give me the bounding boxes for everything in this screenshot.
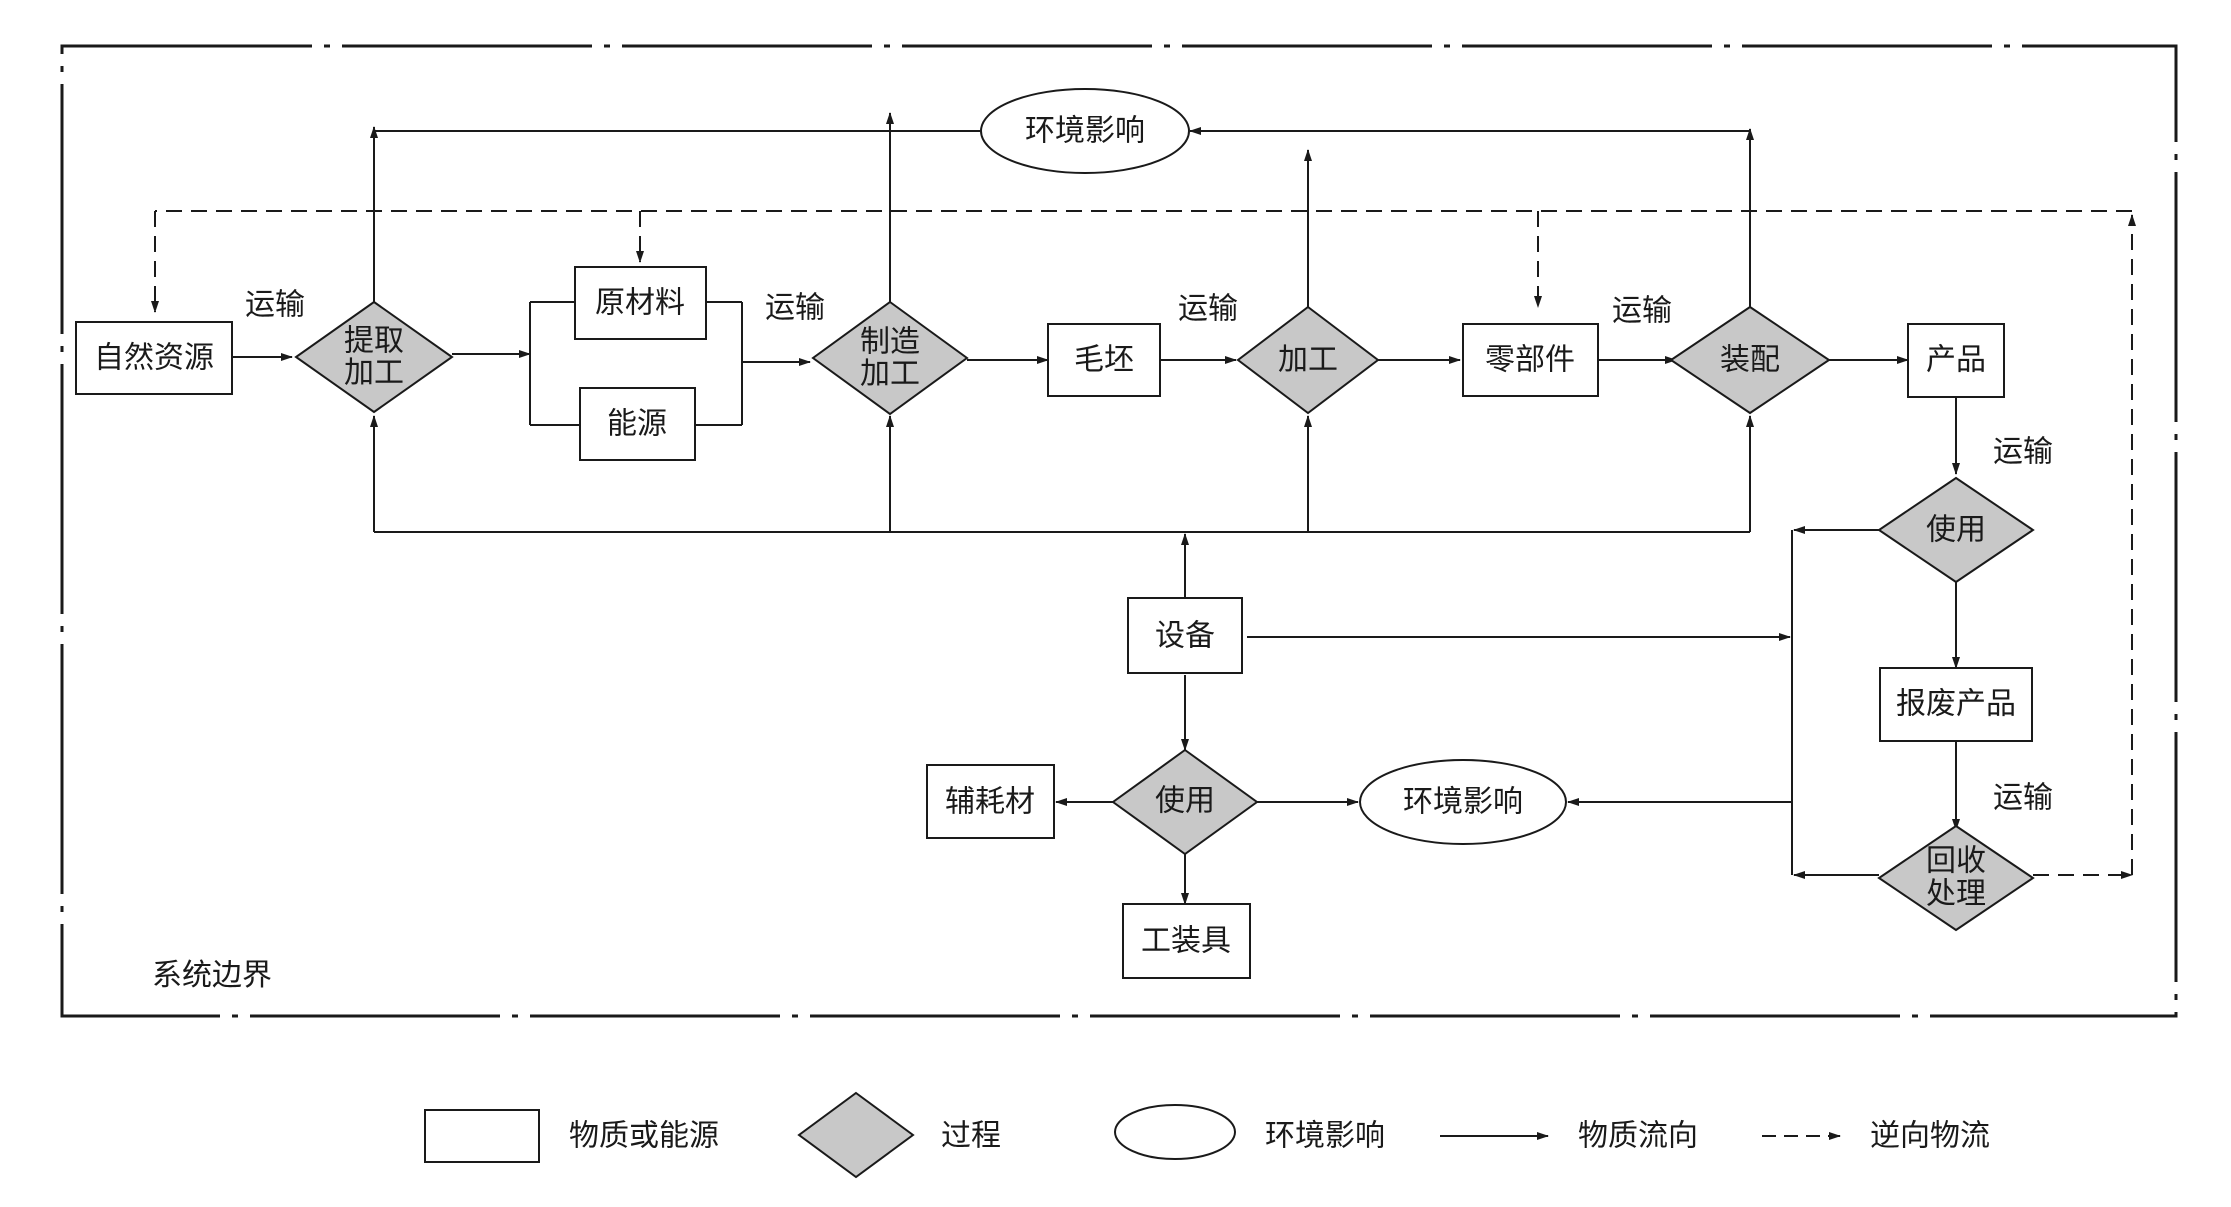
transport-label: 运输 bbox=[765, 291, 825, 326]
material-flow-lines bbox=[232, 112, 1960, 905]
material-nodes bbox=[75, 266, 2033, 979]
transport-label: 运输 bbox=[1178, 292, 1238, 327]
legend-material-box bbox=[424, 1109, 540, 1163]
node-labels: 自然资源 提取 加工 原材料 能源 制造 加工 毛坯 加工 零部件 装配 产品 … bbox=[94, 114, 2016, 959]
natural-resources-label: 自然资源 bbox=[94, 341, 214, 376]
system-boundary-label: 系统边界 bbox=[152, 958, 272, 993]
legend: 物质或能源 过程 环境影响 物质流向 逆向物流 bbox=[424, 1091, 1990, 1179]
equipment-box bbox=[1127, 597, 1243, 674]
transport-label: 运输 bbox=[1993, 435, 2053, 470]
system-boundary: 系统边界 bbox=[60, 44, 2178, 1018]
parts-box bbox=[1462, 323, 1599, 397]
assembly-label: 装配 bbox=[1720, 343, 1780, 378]
product-label: 产品 bbox=[1926, 343, 1986, 378]
equipment-use-label: 使用 bbox=[1155, 784, 1215, 819]
legend-impact-label: 环境影响 bbox=[1265, 1119, 1385, 1154]
product-box bbox=[1907, 323, 2005, 398]
parts-label: 零部件 bbox=[1485, 343, 1575, 378]
equipment-label: 设备 bbox=[1155, 619, 1215, 654]
process-nodes bbox=[294, 300, 2035, 932]
blank-label: 毛坯 bbox=[1074, 343, 1134, 378]
blank-box bbox=[1047, 323, 1161, 397]
product-use-process bbox=[1877, 476, 2035, 584]
machining-label: 加工 bbox=[1278, 343, 1338, 378]
extraction-label-1: 提取 bbox=[344, 324, 404, 359]
manufacturing-label-1: 制造 bbox=[860, 325, 920, 360]
raw-materials-label: 原材料 bbox=[595, 286, 685, 321]
extraction-process bbox=[294, 300, 454, 414]
manufacturing-process bbox=[811, 300, 969, 416]
recycle-process bbox=[1877, 824, 2035, 932]
product-use-label: 使用 bbox=[1926, 513, 1986, 548]
transport-label: 运输 bbox=[245, 288, 305, 323]
legend-reverse-label: 逆向物流 bbox=[1870, 1119, 1990, 1154]
transport-labels: 运输 运输 运输 运输 运输 运输 bbox=[245, 288, 2053, 816]
transport-label: 运输 bbox=[1993, 781, 2053, 816]
legend-impact-ellipse bbox=[1114, 1104, 1236, 1160]
auxiliary-materials-label: 辅耗材 bbox=[945, 785, 1035, 820]
machining-process bbox=[1236, 305, 1380, 415]
manufacturing-label-2: 加工 bbox=[860, 357, 920, 392]
env-impact-top-label: 环境影响 bbox=[1025, 114, 1145, 149]
env-impact-top-ellipse bbox=[980, 88, 1190, 174]
env-impact-bottom-ellipse bbox=[1359, 759, 1567, 845]
scrap-product-box bbox=[1879, 667, 2033, 742]
natural-resources-box bbox=[75, 321, 233, 395]
auxiliary-materials-box bbox=[926, 764, 1055, 839]
legend-material-label: 物质或能源 bbox=[569, 1119, 719, 1154]
extraction-label-2: 加工 bbox=[344, 356, 404, 391]
legend-process-label: 过程 bbox=[941, 1119, 1001, 1154]
tooling-box bbox=[1122, 903, 1251, 979]
energy-box bbox=[579, 387, 696, 461]
legend-process-diamond bbox=[797, 1091, 915, 1179]
scrap-product-label: 报废产品 bbox=[1896, 687, 2016, 722]
transport-label: 运输 bbox=[1612, 294, 1672, 329]
recycle-label-2: 处理 bbox=[1926, 877, 1986, 912]
recycle-label-1: 回收 bbox=[1926, 844, 1986, 879]
legend-flow-label: 物质流向 bbox=[1578, 1119, 1698, 1154]
energy-label: 能源 bbox=[607, 407, 667, 442]
tooling-label: 工装具 bbox=[1141, 924, 1231, 959]
raw-materials-box bbox=[574, 266, 707, 340]
reverse-flow-lines bbox=[151, 210, 2136, 879]
impact-nodes bbox=[980, 88, 1567, 845]
env-impact-bottom-label: 环境影响 bbox=[1403, 785, 1523, 820]
assembly-process bbox=[1669, 305, 1831, 415]
equipment-use-process bbox=[1111, 748, 1259, 856]
